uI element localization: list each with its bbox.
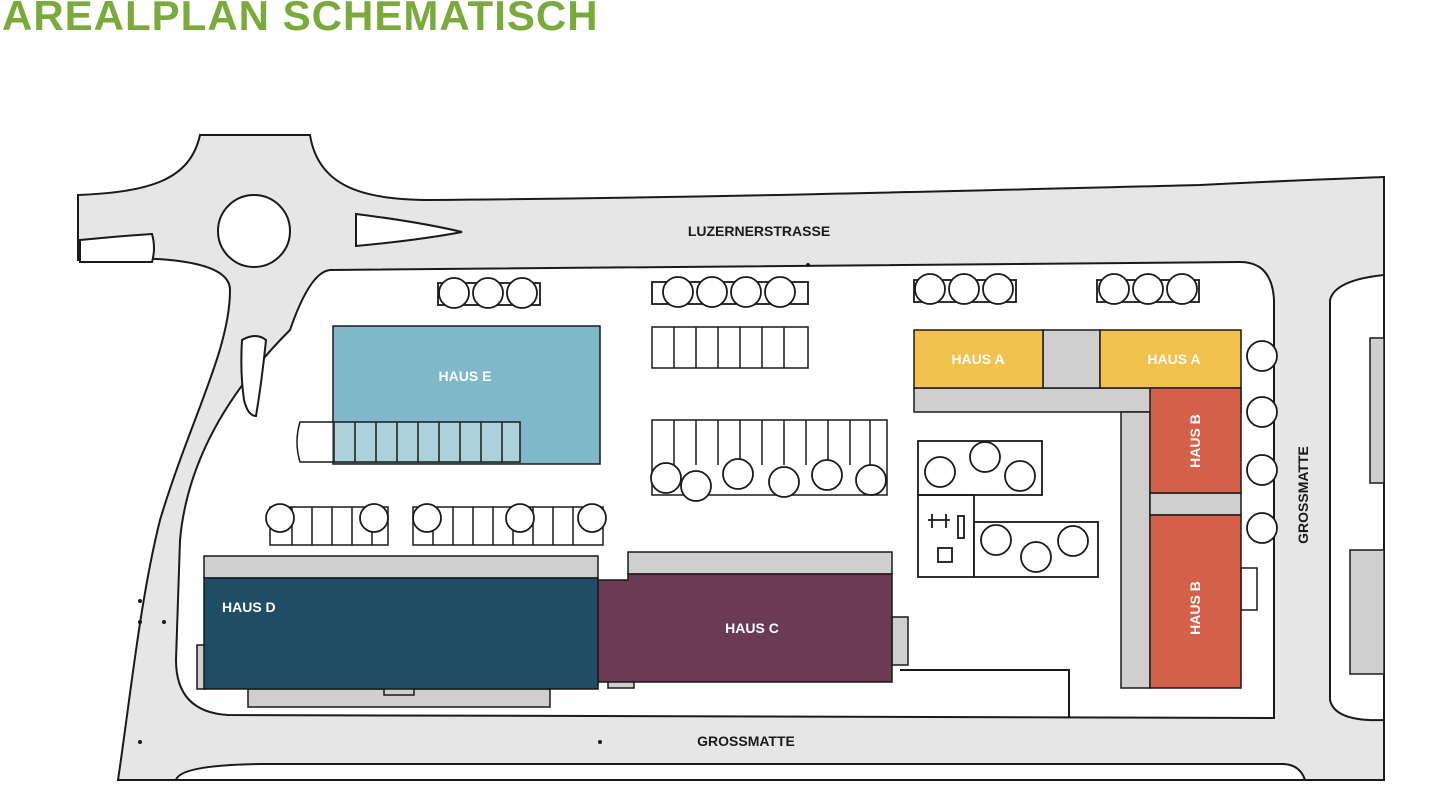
street-label-north: LUZERNERSTRASSE bbox=[688, 223, 830, 239]
east-parking-top bbox=[1369, 337, 1385, 484]
playground bbox=[917, 440, 1099, 578]
haus-c-label: HAUS C bbox=[725, 620, 779, 636]
walkway-edge bbox=[900, 669, 1070, 718]
haus-a-west bbox=[913, 329, 1044, 389]
parking-row-center-top bbox=[651, 326, 809, 369]
haus-d-label: HAUS D bbox=[222, 599, 276, 615]
traffic-island-west bbox=[79, 232, 155, 264]
haus-d bbox=[203, 577, 599, 690]
haus-b-south-label: HAUS B bbox=[1187, 581, 1203, 635]
roundabout bbox=[217, 194, 291, 268]
haus-b-north bbox=[1149, 387, 1242, 494]
traffic-island-north bbox=[355, 212, 463, 248]
haus-ab-complex bbox=[913, 329, 1258, 689]
haus-b-south bbox=[1149, 514, 1242, 689]
street-label-east: GROSSMATTE bbox=[1295, 446, 1311, 544]
haus-c bbox=[597, 573, 893, 683]
haus-b-north-label: HAUS B bbox=[1187, 414, 1203, 468]
traffic-island-south bbox=[240, 335, 268, 418]
haus-e-label: HAUS E bbox=[439, 368, 492, 384]
haus-e bbox=[332, 325, 601, 465]
tree-rows bbox=[265, 273, 1278, 544]
haus-a-east-label: HAUS A bbox=[1147, 351, 1200, 367]
bollards bbox=[138, 263, 810, 744]
parking-row-west bbox=[296, 421, 521, 463]
south-verge bbox=[174, 763, 1307, 781]
haus-d-annex bbox=[196, 555, 599, 708]
street-label-south: GROSSMATTE bbox=[697, 733, 795, 749]
east-parking-bottom bbox=[1349, 549, 1385, 675]
page-title: AREALPLAN SCHEMATISCH bbox=[2, 0, 599, 39]
haus-a-west-label: HAUS A bbox=[951, 351, 1004, 367]
